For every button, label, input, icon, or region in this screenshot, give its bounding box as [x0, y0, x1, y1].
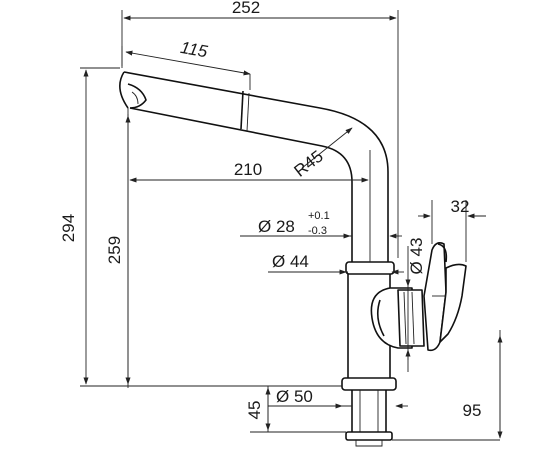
faucet-outline	[119, 71, 467, 447]
label-handle-clearance: 95	[463, 401, 482, 420]
label-spout-pullout: 115	[179, 38, 210, 62]
label-base-diameter: Ø 50	[276, 387, 313, 406]
label-shank-length: 45	[245, 401, 264, 420]
label-overall-width: 252	[232, 0, 260, 17]
dimension-labels: 252 115 210 R45 Ø 28 +0.1 -0.3 Ø 43 32 Ø…	[59, 0, 481, 420]
label-reach: 210	[234, 160, 262, 179]
label-body-diameter: Ø 44	[272, 252, 309, 271]
label-overall-height: 294	[59, 214, 78, 242]
label-lever-width: 32	[451, 197, 470, 216]
dimension-lines	[83, 15, 503, 439]
label-hose-tol-upper: +0.1	[308, 210, 330, 222]
hose-diameter-label: Ø 28 +0.1 -0.3	[258, 210, 330, 237]
label-bend-radius: R45	[290, 147, 326, 181]
label-spout-height: 259	[105, 236, 124, 264]
label-hose-diameter: Ø 28	[258, 217, 295, 236]
label-lever-diameter: Ø 43	[407, 238, 426, 275]
label-hose-tol-lower: -0.3	[308, 225, 327, 237]
